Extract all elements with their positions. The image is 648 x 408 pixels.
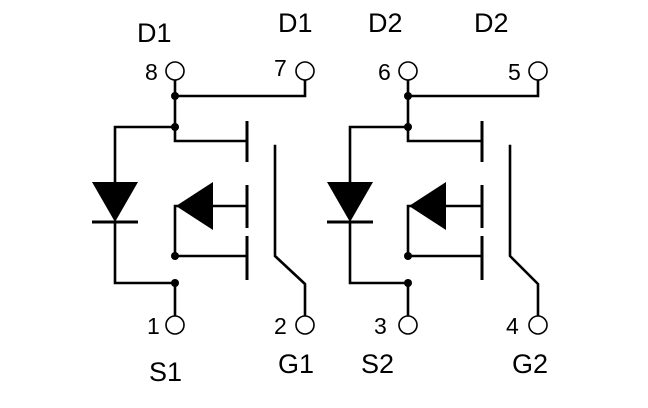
- pin-number-label: 6: [378, 59, 391, 85]
- pin-name-label: D1: [137, 18, 172, 48]
- junction-dot: [171, 279, 179, 287]
- pin-number-label: 4: [506, 313, 519, 339]
- pin-number-label: 2: [274, 313, 287, 339]
- substrate-arrow-2: [409, 182, 446, 230]
- pin-terminal: [165, 315, 185, 335]
- substrate-arrow-1: [176, 182, 213, 230]
- junction-dot: [404, 123, 412, 131]
- pin-number-label: 8: [145, 59, 158, 85]
- pin-name-label: S1: [149, 357, 182, 387]
- pin-number-label: 3: [374, 313, 387, 339]
- pin-name-label: G1: [278, 349, 314, 379]
- pin-terminal: [398, 315, 418, 335]
- junction-dot: [404, 279, 412, 287]
- mosfet-1: D1 8 D1 7 1 S1 2 G1: [92, 8, 315, 387]
- junction-dot: [171, 252, 179, 260]
- pin-terminal: [528, 61, 548, 81]
- pin-number-label: 5: [508, 59, 521, 85]
- pin-terminal: [398, 61, 418, 81]
- pin-terminal: [295, 315, 315, 335]
- junction-dot: [404, 92, 412, 100]
- body-diode-2: [327, 182, 373, 222]
- mosfet-2: D2 6 D2 5 3 S2 4 G2: [327, 8, 548, 379]
- pin-name-label: D1: [278, 8, 313, 38]
- pin-terminal: [295, 61, 315, 81]
- body-diode-1: [92, 182, 138, 222]
- gate-wire-2: [508, 144, 540, 318]
- drain-wire-2: [348, 78, 540, 184]
- drain-wire-1: [113, 78, 307, 184]
- pin-name-label: D2: [474, 8, 509, 38]
- junction-dot: [171, 123, 179, 131]
- pin-terminal: [528, 315, 548, 335]
- junction-dot: [171, 92, 179, 100]
- pin-name-label: D2: [368, 8, 403, 38]
- pin-number-label: 7: [274, 55, 287, 81]
- pin-number-label: 1: [147, 313, 160, 339]
- pin-name-label: S2: [361, 349, 394, 379]
- gate-wire-1: [273, 144, 307, 318]
- pin-terminal: [165, 61, 185, 81]
- junction-dot: [404, 252, 412, 260]
- pin-name-label: G2: [512, 349, 548, 379]
